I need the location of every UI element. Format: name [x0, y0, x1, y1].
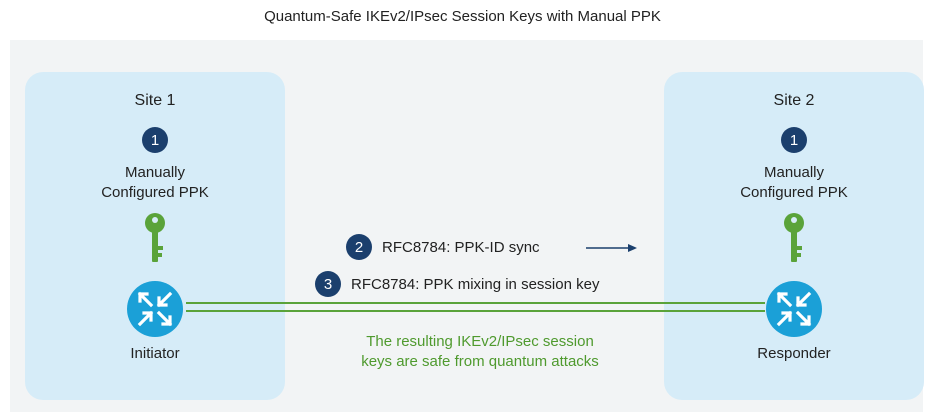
step-2-label: RFC8784: PPK-ID sync — [382, 238, 540, 256]
note-line2: keys are safe from quantum attacks — [361, 353, 599, 370]
site-1-ppk-line1: Manually — [124, 164, 186, 181]
site-2-step-badge: 1 — [781, 127, 807, 153]
site-2-panel: Site 2 1 Manually Configured PPK Respond… — [664, 72, 924, 400]
diagram-title: Quantum-Safe IKEv2/IPsec Session Keys wi… — [264, 8, 661, 25]
site-2-ppk-line2: Configured PPK — [740, 184, 848, 201]
router-icon — [766, 281, 822, 337]
step-3-badge: 3 — [315, 271, 341, 297]
site-2-ppk-label: Manually Configured PPK — [664, 163, 924, 203]
step-2-badge: 2 — [346, 234, 372, 260]
step-3-label: RFC8784: PPK mixing in session key — [351, 275, 600, 293]
site-1-ppk-line2: Configured PPK — [101, 184, 209, 201]
arrow-right-icon — [586, 244, 637, 252]
site-2-name: Site 2 — [773, 92, 815, 109]
quantum-safe-note: The resulting IKEv2/IPsec session keys a… — [300, 332, 660, 372]
site-1-panel: Site 1 1 Manually Configured PPK Initiat… — [25, 72, 285, 400]
key-icon — [145, 213, 165, 262]
note-line1: The resulting IKEv2/IPsec session — [366, 333, 594, 350]
step-3: 3 RFC8784: PPK mixing in session key — [315, 271, 599, 297]
site-2-ppk-line1: Manually — [763, 164, 825, 181]
site-1-ppk-label: Manually Configured PPK — [25, 163, 285, 203]
key-icon — [784, 213, 804, 262]
site-1-name: Site 1 — [134, 92, 176, 109]
step-2: 2 RFC8784: PPK-ID sync — [346, 234, 540, 260]
router-icon — [127, 281, 183, 337]
site-2-role: Responder — [757, 345, 831, 362]
site-1-step-badge: 1 — [142, 127, 168, 153]
site-1-role: Initiator — [130, 345, 180, 362]
